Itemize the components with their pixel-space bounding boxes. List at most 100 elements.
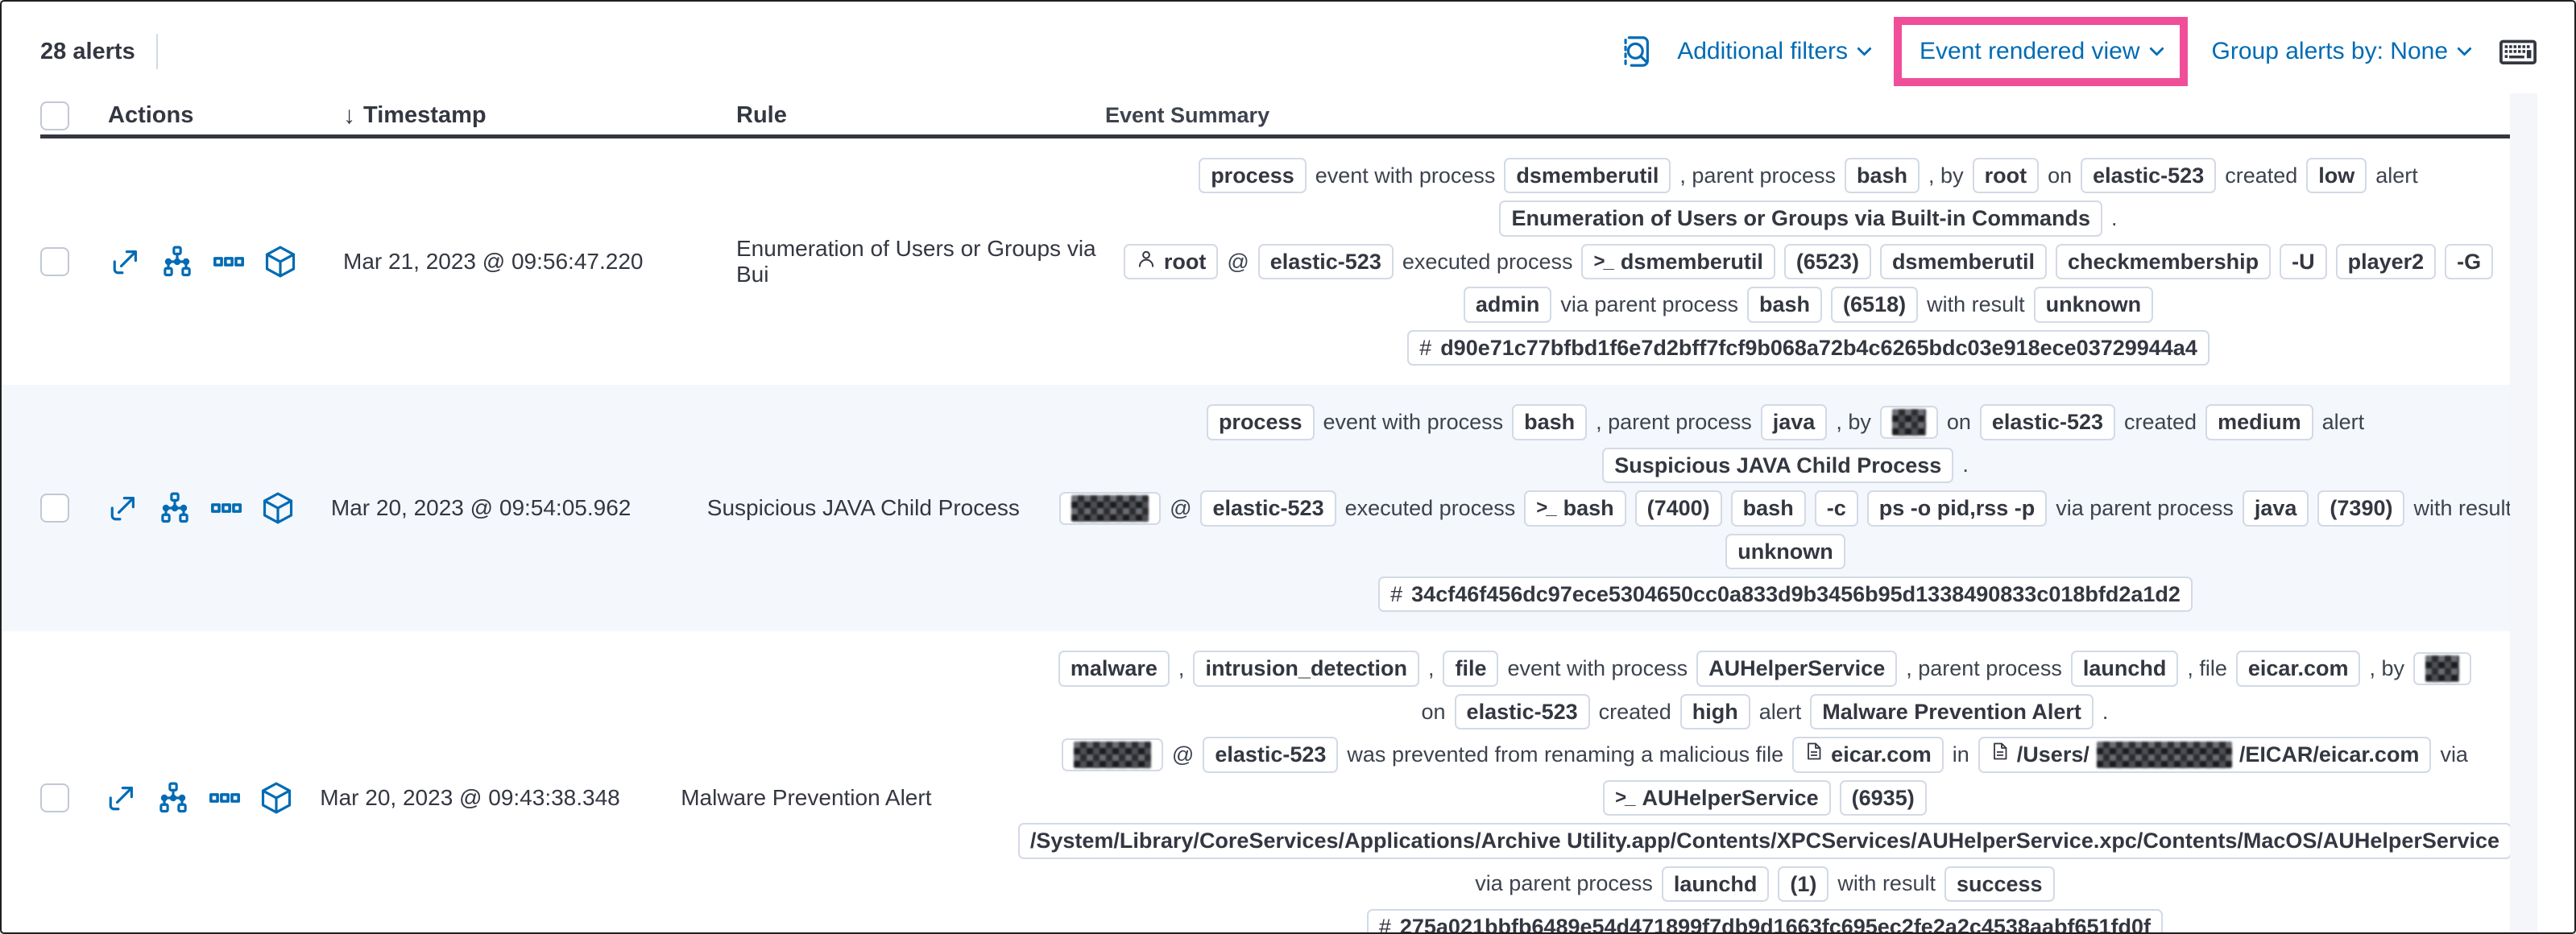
keyboard-shortcuts-icon[interactable] [2497, 31, 2539, 72]
summary-text: alert [1758, 699, 1802, 724]
field-badge[interactable]: elastic-523 [1200, 490, 1336, 527]
field-badge[interactable]: #275a021bbfb6489e54d471899f7db9d1663fc69… [1366, 909, 2164, 932]
field-badge[interactable]: elastic-523 [1454, 693, 1590, 730]
field-badge[interactable]: admin [1463, 287, 1552, 323]
field-badge[interactable]: elastic-523 [1203, 737, 1339, 773]
field-badge[interactable]: malware [1058, 651, 1170, 687]
field-badge[interactable]: #34cf46f456dc97ece5304650cc0a833d9b3456b… [1378, 576, 2193, 613]
field-badge[interactable]: launchd [2070, 651, 2179, 687]
field-badge[interactable]: eicar.com [1792, 737, 1944, 773]
field-badge[interactable]: player2 [2335, 243, 2437, 280]
field-badge[interactable]: file [1443, 651, 1499, 687]
more-actions-icon[interactable] [207, 780, 242, 816]
field-badge[interactable]: -U [2280, 243, 2327, 280]
field-badge[interactable]: #d90e71c77bfbd1f6e7d2bff7fcf9b068a72b4c6… [1407, 329, 2209, 366]
field-badge[interactable]: launchd [1661, 866, 1770, 902]
field-badge[interactable]: java [2242, 490, 2309, 527]
expand-alert-icon[interactable] [106, 490, 141, 526]
field-badge[interactable]: elastic-523 [1979, 404, 2115, 440]
field-badge[interactable]: eicar.com [2235, 651, 2361, 687]
badge-text: launchd [2082, 656, 2167, 681]
more-actions-icon[interactable] [209, 490, 244, 526]
field-badge[interactable]: -c [1814, 490, 1858, 527]
field-badge[interactable]: (6935) [1839, 779, 1927, 816]
analyze-event-icon[interactable] [155, 780, 191, 816]
field-badge[interactable]: checkmembership [2055, 243, 2272, 280]
field-badge[interactable]: elastic-523 [1257, 243, 1394, 280]
field-badge[interactable]: dsmemberutil [1504, 158, 1671, 194]
expand-alert-icon[interactable] [108, 244, 143, 279]
vertical-scrollbar[interactable] [2510, 93, 2537, 932]
field-badge[interactable]: success [1944, 866, 2055, 902]
field-badge[interactable]: (7400) [1634, 490, 1722, 527]
field-badge[interactable]: /System/Library/CoreServices/Application… [1017, 823, 2512, 859]
field-badge[interactable]: bash [1512, 404, 1588, 440]
badge-text: unknown [1737, 539, 1833, 564]
field-badge[interactable]: Enumeration of Users or Groups via Built… [1499, 200, 2103, 237]
column-header-timestamp[interactable]: ↓ Timestamp [343, 101, 487, 129]
timestamp-cell: Mar 20, 2023 @ 09:43:38.348 [320, 784, 620, 810]
field-badge[interactable]: ps -o pid,rss -p [1866, 490, 2048, 527]
field-badge[interactable]: process [1199, 158, 1307, 194]
chevron-down-icon [1857, 40, 1872, 56]
field-badge[interactable] [1879, 405, 1938, 439]
field-badge[interactable] [1059, 491, 1162, 525]
group-alerts-button[interactable]: Group alerts by: None [2212, 38, 2472, 65]
additional-filters-button[interactable]: Additional filters [1677, 38, 1872, 65]
badge-text: ps -o pid,rss -p [1878, 496, 2036, 521]
additional-filters-label: Additional filters [1677, 38, 1849, 64]
field-badge[interactable]: java [1760, 404, 1828, 440]
field-badge[interactable]: dsmemberutil [1879, 243, 2047, 280]
field-badge[interactable]: Malware Prevention Alert [1810, 693, 2094, 730]
field-badge[interactable]: root [1123, 243, 1219, 280]
row-actions-cell [92, 244, 325, 279]
badge-text: eicar.com [1831, 742, 1932, 767]
expand-alert-icon[interactable] [104, 780, 139, 816]
field-badge[interactable]: bash [1845, 158, 1920, 194]
field-badge[interactable]: (1) [1778, 866, 1829, 902]
field-badge[interactable]: bash [1747, 287, 1823, 323]
row-checkbox[interactable] [40, 247, 69, 277]
field-badge[interactable]: process [1206, 404, 1315, 440]
view-selector-button[interactable]: Event rendered view [1920, 38, 2164, 65]
select-all-checkbox[interactable] [40, 101, 69, 130]
field-badge[interactable]: high [1679, 693, 1750, 730]
field-badge[interactable]: Suspicious JAVA Child Process [1602, 447, 1954, 484]
field-badge[interactable] [2413, 652, 2471, 686]
field-badge[interactable]: /Users//EICAR/eicar.com [1978, 737, 2432, 773]
field-badge[interactable]: low [2306, 158, 2367, 194]
open-session-view-icon[interactable] [263, 244, 298, 279]
field-badge[interactable]: -G [2445, 243, 2494, 280]
field-badge[interactable]: (6523) [1783, 243, 1871, 280]
field-badge[interactable]: medium [2205, 404, 2313, 440]
row-checkbox[interactable] [40, 494, 69, 523]
field-badge[interactable]: >_bash [1524, 490, 1626, 527]
row-checkbox[interactable] [40, 783, 69, 812]
open-session-view-icon[interactable] [260, 490, 296, 526]
field-badge[interactable]: >_dsmemberutil [1581, 243, 1775, 280]
field-badge[interactable] [1061, 738, 1163, 771]
more-actions-icon[interactable] [211, 244, 246, 279]
field-badge[interactable]: intrusion_detection [1193, 651, 1419, 687]
analyze-event-icon[interactable] [159, 244, 195, 279]
field-badge[interactable]: unknown [2033, 287, 2154, 323]
open-session-view-icon[interactable] [259, 780, 294, 816]
field-badge[interactable]: unknown [1725, 533, 1845, 569]
field-badge[interactable]: (7390) [2317, 490, 2405, 527]
field-badge[interactable]: AUHelperService [1696, 651, 1898, 687]
field-badge[interactable]: root [1972, 158, 2040, 194]
rule-cell: Enumeration of Users or Groups via Bui [736, 236, 1096, 287]
field-badge[interactable]: elastic-523 [2081, 158, 2217, 194]
field-badge[interactable]: (6518) [1831, 287, 1919, 323]
event-summary-line: #275a021bbfb6489e54d471899f7db9d1663fc69… [1366, 909, 2164, 932]
field-badge[interactable]: >_AUHelperService [1603, 779, 1831, 816]
badge-text: player2 [2347, 249, 2425, 274]
inspect-icon[interactable] [1617, 33, 1655, 70]
badge-text: (6518) [1843, 292, 1907, 317]
badge-text: 34cf46f456dc97ece5304650cc0a833d9b3456b9… [1411, 581, 2180, 606]
analyze-event-icon[interactable] [157, 490, 193, 526]
field-badge[interactable]: bash [1730, 490, 1806, 527]
